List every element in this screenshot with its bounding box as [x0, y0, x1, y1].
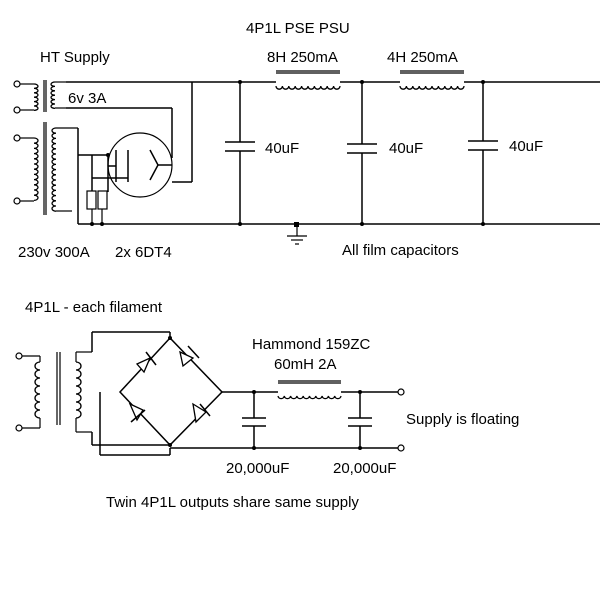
- ht-mains-transformer: [13, 122, 78, 215]
- ht-choke-1: [275, 70, 341, 90]
- filament-cap-2-label: 20,000uF: [333, 460, 396, 477]
- cap-3-label: 40uF: [509, 138, 543, 155]
- choke-2-label: 4H 250mA: [387, 49, 458, 66]
- rectifier-label: 2x 6DT4: [115, 244, 172, 261]
- ht-cap-2: [347, 80, 377, 226]
- filament-circuit: 4P1L - each filament Hammond 159ZC 60mH …: [15, 299, 519, 477]
- filament-cap-1: [242, 390, 266, 450]
- ht-psu-circuit: 4P1L PSE PSU HT Supply 6v 3A 8H 250mA 4H…: [13, 20, 600, 261]
- choke-1-label: 8H 250mA: [267, 49, 338, 66]
- transformer-label: 230v 300A: [18, 244, 90, 261]
- filament-choke: [277, 380, 342, 400]
- heater-label: 6v 3A: [68, 90, 106, 107]
- rectifier-fuses: [86, 190, 108, 226]
- cap-1-label: 40uF: [265, 140, 299, 157]
- floating-note: Supply is floating: [406, 411, 519, 428]
- filament-transformer: [15, 351, 92, 433]
- filament-cap-1-label: 20,000uF: [226, 460, 289, 477]
- rectifier-tube: [91, 132, 173, 198]
- film-caps-note: All film capacitors: [342, 242, 459, 259]
- filament-cap-2: [348, 390, 372, 450]
- output-terminal-positive: [397, 388, 405, 396]
- filament-choke-label-2: 60mH 2A: [274, 356, 337, 373]
- bridge-rectifier: [118, 336, 224, 447]
- ht-choke-2: [399, 70, 465, 90]
- filament-title: 4P1L - each filament: [25, 299, 163, 316]
- cap-2-label: 40uF: [389, 140, 423, 157]
- ht-heater-winding: [13, 80, 66, 114]
- ht-cap-3: [468, 80, 498, 226]
- ht-title: 4P1L PSE PSU: [246, 20, 350, 37]
- ground-icon: [287, 222, 307, 245]
- filament-choke-label-1: Hammond 159ZC: [252, 336, 371, 353]
- output-terminal-negative: [397, 444, 405, 452]
- ht-supply-label: HT Supply: [40, 49, 110, 66]
- footer-note: Twin 4P1L outputs share same supply: [106, 494, 359, 511]
- ht-cap-1: [225, 80, 255, 226]
